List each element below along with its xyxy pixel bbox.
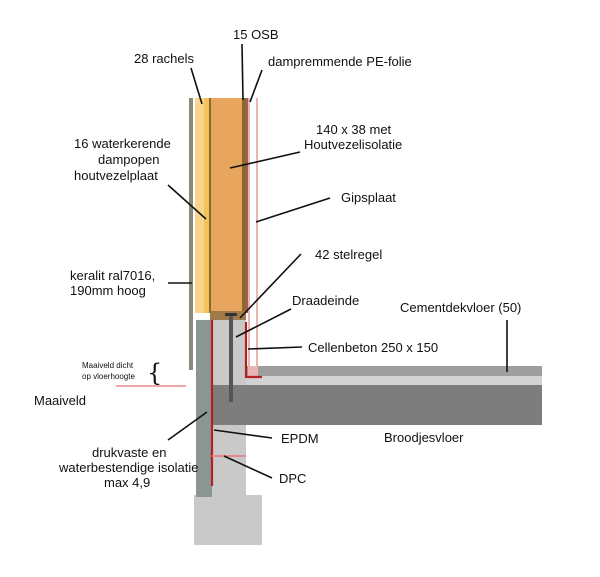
label-broodjesvloer: Broodjesvloer <box>384 430 464 445</box>
label-isolatie-line-3: max 4,9 <box>104 475 150 490</box>
label-wood-fibre-line-3: houtvezelplaat <box>74 168 158 183</box>
footing-block <box>194 495 262 545</box>
cement-screed-light <box>246 375 542 385</box>
threaded-rod <box>229 314 233 402</box>
label-draadeinde: Draadeinde <box>292 293 359 308</box>
threaded-rod-head <box>225 313 237 316</box>
label-insulation-line-2: Houtvezelisolatie <box>304 137 402 152</box>
batten-28 <box>195 98 204 313</box>
label-pe-folie: dampremmende PE-folie <box>268 54 412 69</box>
label-isolatie-line-2: waterbestendige isolatie <box>58 460 198 475</box>
wood-fibre-insulation <box>211 98 242 313</box>
label-rachels: 28 rachels <box>134 51 194 66</box>
wood-fibre-board-edge <box>209 98 211 313</box>
pe-foil <box>246 98 248 313</box>
label-stelregel: 42 stelregel <box>315 247 382 262</box>
pressure-resistant-insulation <box>196 320 212 497</box>
gypsum-board-inner <box>250 98 256 366</box>
label-wood-fibre-line-1: 16 waterkerende <box>74 136 171 151</box>
label-wood-fibre-line-2: dampopen <box>98 152 159 167</box>
label-dpc: DPC <box>279 471 306 486</box>
label-osb: 15 OSB <box>233 27 279 42</box>
leader-lines <box>167 43 508 479</box>
label-insulation-line-1: 140 x 38 met <box>316 122 392 137</box>
keralit-cladding <box>189 98 193 370</box>
label-isolatie-line-1: drukvaste en <box>92 445 166 460</box>
label-maaiveld-note-line-2: op vloerhoogte <box>82 372 135 381</box>
label-keralit-line-2: 190mm hoog <box>70 283 146 298</box>
label-keralit-line-1: keralit ral7016, <box>70 268 155 283</box>
label-gipsplaat: Gipsplaat <box>341 190 396 205</box>
label-maaiveld: Maaiveld <box>34 393 86 408</box>
label-cementdekvloer: Cementdekvloer (50) <box>400 300 521 315</box>
wood-fibre-board <box>204 98 209 313</box>
epdm-membrane-inner <box>244 322 262 379</box>
label-epdm: EPDM <box>281 431 319 446</box>
label-cellenbeton: Cellenbeton 250 x 150 <box>308 340 438 355</box>
cement-screed-top <box>246 366 542 376</box>
label-maaiveld-note-line-1: Maaiveld dicht <box>82 361 134 370</box>
osb-board <box>242 98 246 313</box>
brace-icon: { <box>147 359 162 387</box>
broodjesvloer-slab <box>212 385 542 425</box>
